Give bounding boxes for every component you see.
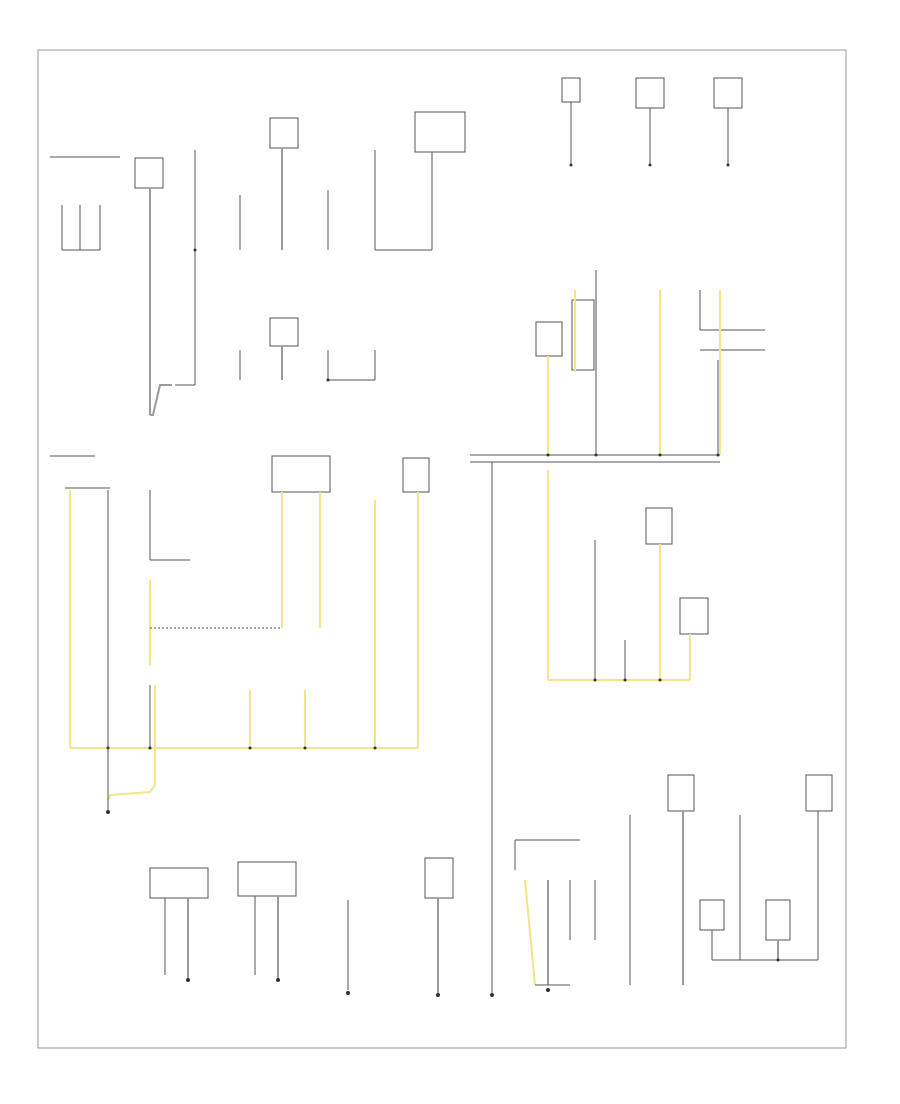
right-lower-middle-cluster (490, 462, 709, 997)
top-left-cluster (50, 111, 466, 416)
top-right-cluster (561, 77, 743, 167)
diagram-frame (37, 49, 847, 1049)
bottom-right-cluster (514, 774, 833, 992)
left-middle-cluster (50, 455, 430, 814)
bottom-left-cluster (149, 857, 454, 997)
right-middle-cluster (470, 270, 765, 463)
